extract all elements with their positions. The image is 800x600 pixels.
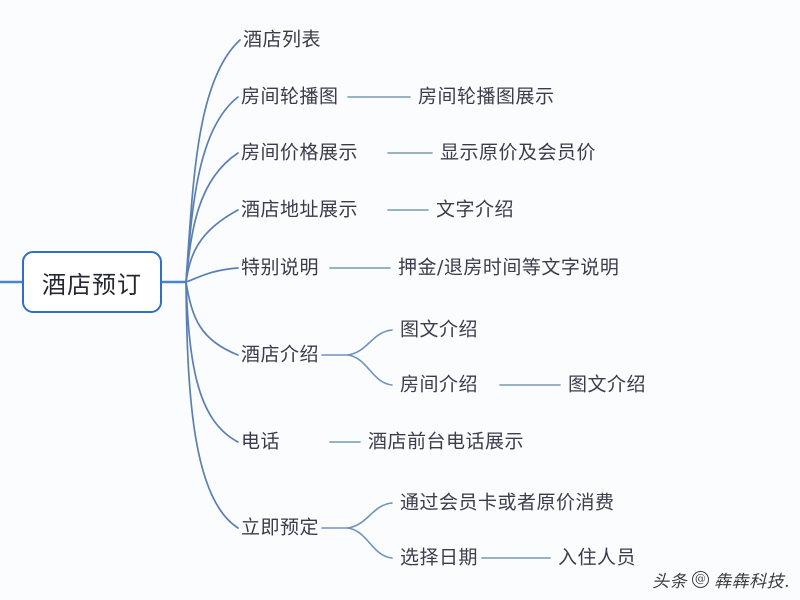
node-carousel-display[interactable]: 房间轮播图展示: [418, 85, 555, 108]
watermark-source: 头条: [652, 572, 688, 592]
node-hotel-address[interactable]: 酒店地址展示: [241, 198, 359, 221]
node-phone[interactable]: 电话: [241, 430, 281, 453]
node-special-notes[interactable]: 特别说明: [241, 256, 320, 279]
node-room-price[interactable]: 房间价格展示: [241, 141, 359, 164]
branch-curve-4: [185, 209, 239, 283]
node-guests[interactable]: 入住人员: [558, 546, 637, 569]
branch-curve-1: [185, 39, 241, 283]
branch-curves: [185, 39, 241, 529]
node-address-text[interactable]: 文字介绍: [436, 198, 515, 221]
node-frontdesk-phone[interactable]: 酒店前台电话展示: [368, 430, 525, 453]
node-select-date[interactable]: 选择日期: [400, 546, 479, 569]
watermark-at-icon: @: [692, 571, 710, 588]
branch-curve-7: [185, 281, 239, 443]
node-deposit-note[interactable]: 押金/退房时间等文字说明: [398, 256, 620, 279]
node-room-intro[interactable]: 房间介绍: [400, 373, 479, 396]
branch-curve-2: [185, 96, 239, 283]
branch-curve-5: [185, 267, 239, 283]
node-book-now[interactable]: 立即预定: [241, 516, 320, 539]
fork-hotel-intro: [321, 329, 393, 386]
node-price-detail[interactable]: 显示原价及会员价: [440, 141, 597, 164]
node-intro-media[interactable]: 图文介绍: [400, 318, 479, 341]
node-room-intro-media[interactable]: 图文介绍: [568, 373, 647, 396]
node-hotel-list[interactable]: 酒店列表: [243, 28, 322, 51]
node-hotel-intro[interactable]: 酒店介绍: [241, 343, 320, 366]
branch-curve-8: [185, 281, 239, 529]
root-node[interactable]: 酒店预订: [22, 251, 162, 313]
node-room-carousel[interactable]: 房间轮播图: [241, 85, 339, 108]
branch-curve-3: [185, 152, 239, 283]
watermark: 头条 @ 犇犇科技.: [652, 567, 790, 592]
fork-book-now: [321, 502, 393, 559]
watermark-account: 犇犇科技.: [714, 572, 790, 592]
root-node-label: 酒店预订: [42, 270, 142, 299]
branch-curve-6: [185, 281, 239, 356]
node-payment-method[interactable]: 通过会员卡或者原价消费: [400, 491, 615, 514]
